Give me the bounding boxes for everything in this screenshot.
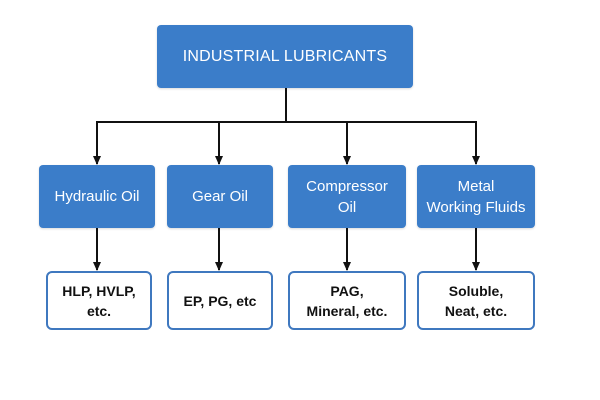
examples-node-hydraulic-oil: HLP, HVLP, etc. [46, 271, 152, 330]
category-node-hydraulic-oil: Hydraulic Oil [39, 165, 155, 228]
root-node-industrial-lubricants: INDUSTRIAL LUBRICANTS [157, 25, 413, 88]
category-label: Compressor Oil [306, 177, 388, 216]
category-label: Gear Oil [192, 188, 248, 205]
examples-label: Soluble, Neat, etc. [444, 282, 508, 319]
examples-node-metal-working-fluids: Soluble, Neat, etc. [417, 271, 535, 330]
category-node-metal-working-fluids: Metal Working Fluids [417, 165, 535, 228]
category-label: Hydraulic Oil [54, 188, 140, 205]
root-label: INDUSTRIAL LUBRICANTS [182, 47, 388, 65]
category-node-gear-oil: Gear Oil [167, 165, 273, 228]
examples-node-gear-oil: EP, PG, etc [167, 271, 273, 330]
category-node-compressor-oil: Compressor Oil [288, 165, 406, 228]
examples-label: PAG, Mineral, etc. [306, 282, 388, 319]
examples-label: HLP, HVLP, etc. [62, 282, 136, 319]
examples-label: EP, PG, etc [183, 292, 257, 309]
category-label: Metal Working Fluids [426, 177, 526, 216]
examples-node-compressor-oil: PAG, Mineral, etc. [288, 271, 406, 330]
